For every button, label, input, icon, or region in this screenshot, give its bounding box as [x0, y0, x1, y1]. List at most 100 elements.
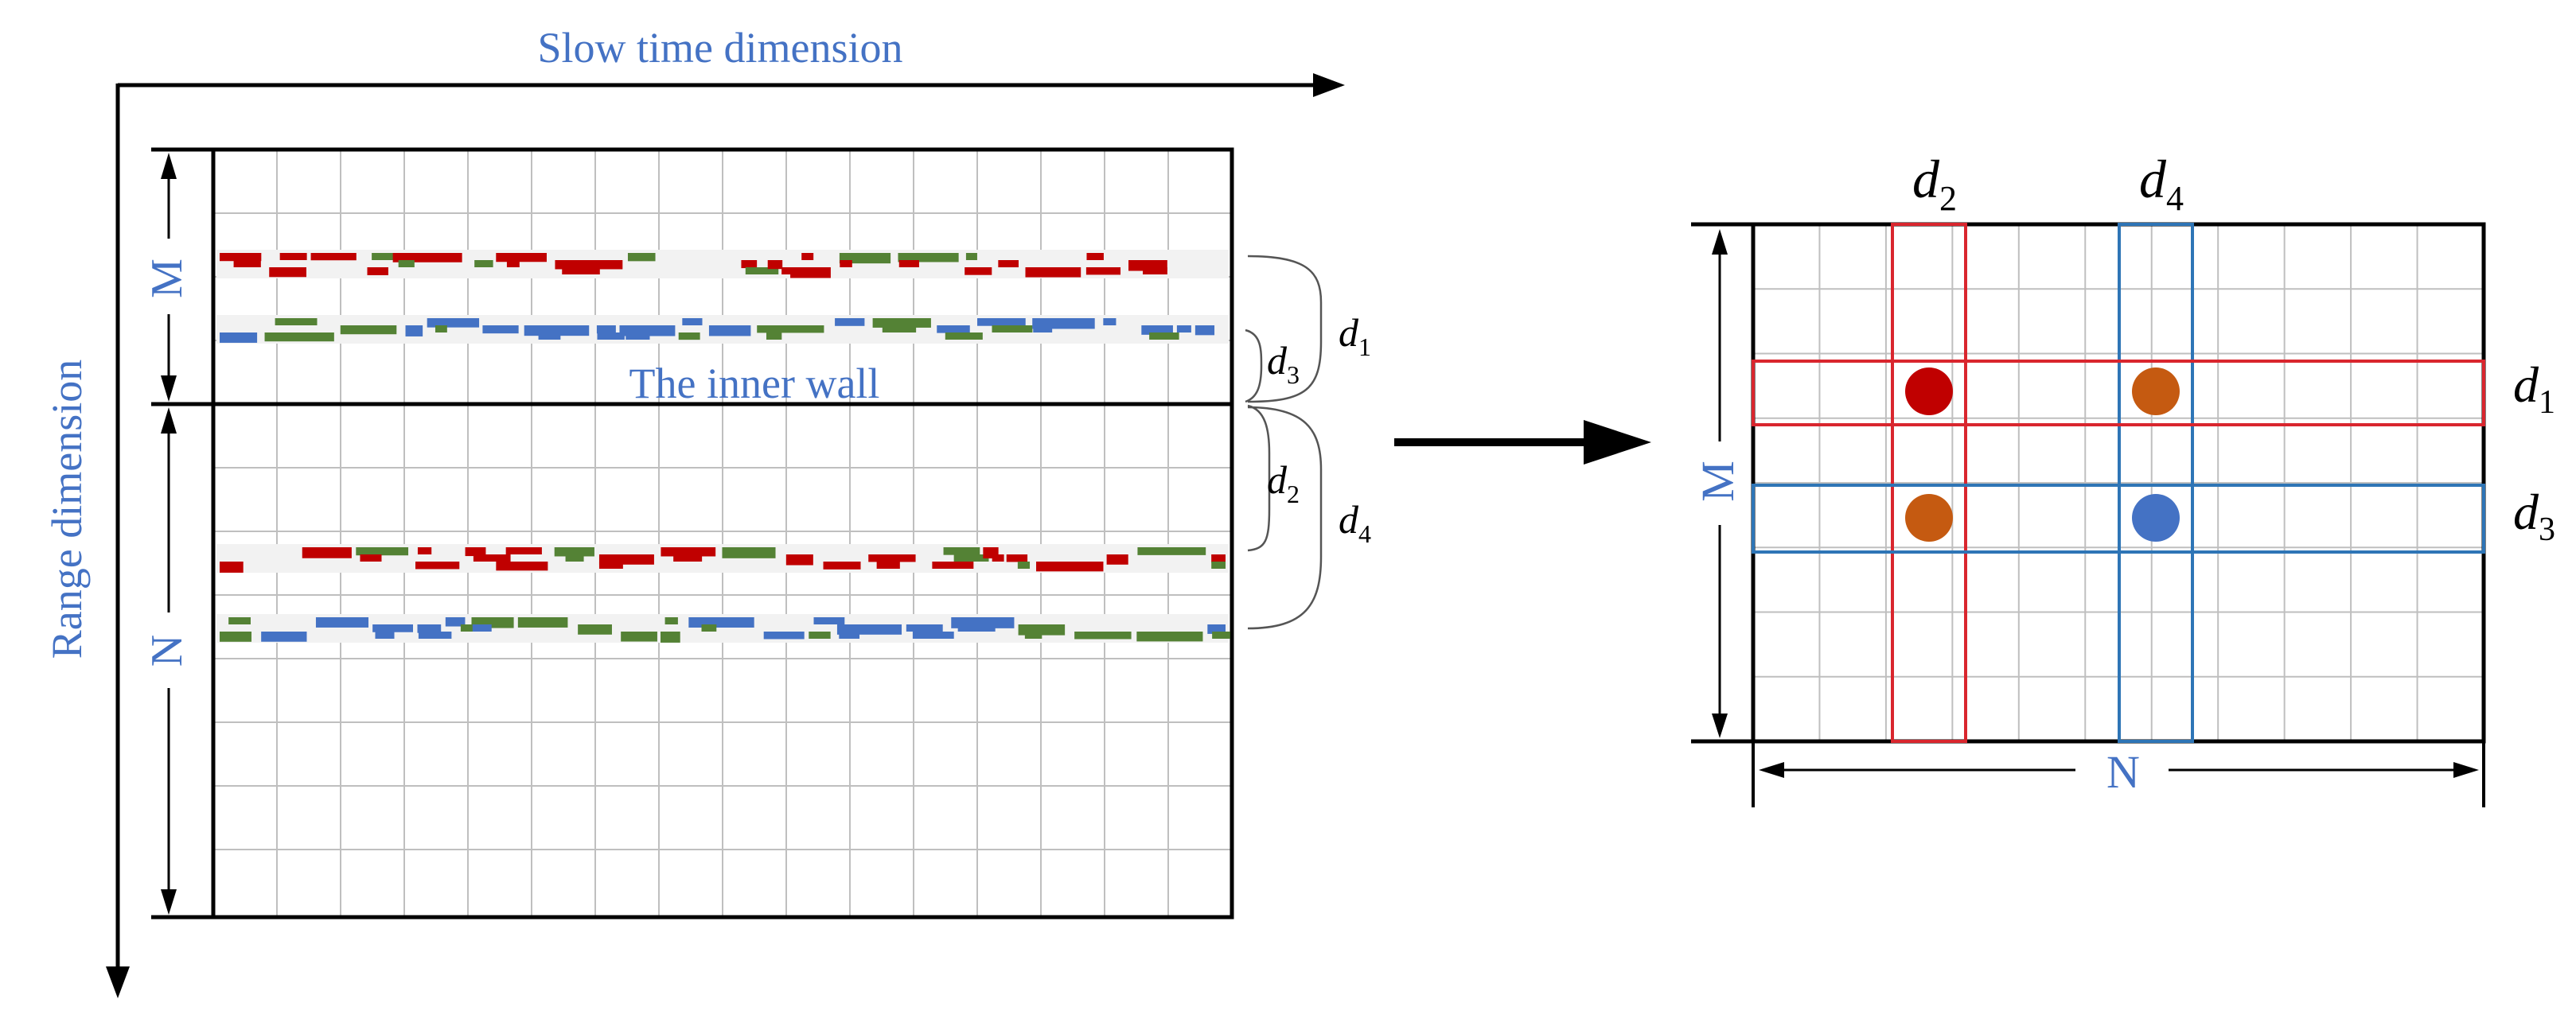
- band-red-lower-segment: [823, 562, 861, 570]
- band-blue-upper-segment: [538, 332, 561, 340]
- band-red-lower-segment: [1006, 554, 1028, 562]
- right-m-arrowhead-down: [1712, 714, 1728, 738]
- band-red-lower-segment: [673, 554, 703, 562]
- band-blue-lower-segment: [1136, 632, 1203, 642]
- brace-d1: [1247, 255, 1323, 403]
- band-red-lower-segment: [868, 554, 916, 562]
- band-red-lower-segment: [565, 554, 584, 562]
- band-blue-upper-segment: [977, 318, 1026, 326]
- right-n-arrowhead-left: [1759, 762, 1784, 778]
- band-red-lower-segment: [598, 562, 623, 569]
- band-blue-lower-segment: [839, 632, 860, 639]
- band-blue-lower-segment: [1212, 632, 1230, 639]
- band-blue-lower-segment: [1074, 632, 1132, 640]
- band-red-upper-segment: [474, 260, 493, 267]
- n-arrowhead-up: [161, 407, 177, 434]
- band-blue-lower-segment: [261, 632, 307, 642]
- left-d1-label: d1: [1339, 310, 1371, 361]
- band-blue-lower-segment: [813, 617, 845, 624]
- band-red-lower-segment: [220, 562, 244, 573]
- band-blue-lower-segment: [578, 624, 612, 635]
- right-d4-label: d4: [2139, 149, 2184, 218]
- band-blue-upper-segment: [678, 332, 700, 340]
- band-red-lower-segment: [496, 562, 548, 571]
- band-red-lower-segment: [1036, 562, 1104, 572]
- band-red-lower-segment: [1017, 562, 1031, 569]
- band-red-lower-segment: [302, 547, 352, 558]
- band-blue-upper-segment: [682, 318, 703, 325]
- band-red-lower-segment: [473, 554, 511, 562]
- band-blue-lower-segment: [220, 632, 252, 642]
- band-red-upper-segment: [310, 253, 357, 261]
- band-blue-lower-segment: [809, 632, 831, 640]
- column-d2-box: [1891, 223, 1967, 743]
- band-blue-upper-segment: [766, 332, 782, 340]
- echo-bands: [216, 250, 1230, 643]
- band-red-upper-segment: [506, 260, 520, 267]
- band-blue-upper-segment: [1033, 325, 1053, 332]
- band-red-upper-segment: [998, 260, 1019, 268]
- right-n-arrowhead-right: [2453, 762, 2479, 778]
- band-red-upper-segment: [1086, 253, 1104, 260]
- band-blue-lower-segment: [417, 624, 442, 633]
- band-red-upper-segment: [840, 260, 852, 267]
- band-red-lower-segment: [953, 554, 989, 562]
- band-red-lower-segment: [554, 547, 594, 557]
- row-d3-box: [1752, 484, 2485, 554]
- band-blue-lower-segment: [957, 624, 996, 632]
- band-blue-upper-segment: [597, 332, 625, 340]
- transform-arrowhead: [1584, 420, 1651, 465]
- band-blue-upper-segment: [482, 325, 519, 334]
- band-red-lower-segment: [943, 547, 980, 555]
- band-blue-lower-segment: [228, 617, 251, 624]
- left-m-label: M: [142, 259, 192, 298]
- band-red-upper-segment: [767, 260, 783, 270]
- band-blue-lower-segment: [1024, 632, 1042, 639]
- band-blue-upper-segment: [427, 318, 480, 328]
- band-red-lower-segment: [722, 547, 776, 558]
- left-matrix-frame: [211, 147, 1234, 920]
- m-arrowhead-up: [161, 153, 177, 179]
- band-red-upper-segment: [220, 253, 262, 262]
- band-blue-upper-segment: [264, 332, 334, 342]
- band-blue-lower-segment: [621, 632, 657, 642]
- band-blue-lower-segment: [664, 617, 678, 624]
- band-blue-upper-segment: [625, 332, 650, 340]
- band-red-lower-segment: [1106, 554, 1128, 565]
- band-blue-lower-segment: [445, 617, 466, 627]
- range-axis-arrowhead: [106, 966, 130, 998]
- n-arrowhead-down: [161, 889, 177, 915]
- band-blue-upper-segment: [220, 332, 258, 343]
- band-blue-upper-segment: [1194, 325, 1215, 336]
- band-red-lower-segment: [1211, 562, 1226, 569]
- band-blue-upper-segment: [1176, 325, 1191, 333]
- dot-d3-d2: [1905, 494, 1953, 542]
- band-blue-lower-segment: [375, 632, 395, 639]
- band-blue-lower-segment: [906, 624, 943, 632]
- band-red-upper-segment: [627, 253, 656, 262]
- band-blue-lower-segment: [688, 617, 754, 628]
- band-red-lower-segment: [876, 562, 900, 569]
- brace-d4: [1247, 406, 1323, 630]
- band-red-upper-segment: [269, 267, 306, 278]
- band-red-upper-segment: [898, 260, 919, 267]
- band-red-upper-segment: [555, 260, 623, 270]
- band-red-lower-segment: [415, 562, 460, 570]
- band-red-upper-segment: [1025, 267, 1081, 278]
- band-red-lower-segment: [505, 547, 542, 554]
- band-red-upper-segment: [372, 253, 401, 260]
- brace-d3: [1245, 329, 1263, 403]
- band-red-upper-segment: [562, 267, 600, 274]
- band-red-upper-segment: [1143, 267, 1167, 274]
- band-blue-lower-segment: [912, 632, 954, 639]
- right-m-arrowhead-up: [1712, 229, 1728, 255]
- band-blue-lower-segment: [472, 624, 492, 632]
- band-blue-upper-segment: [1141, 325, 1173, 335]
- brace-d2: [1247, 404, 1271, 552]
- band-blue-lower-segment: [701, 624, 717, 632]
- slow-time-axis-arrowhead: [1313, 73, 1345, 97]
- range-axis-label: Range dimension: [43, 360, 91, 659]
- band-red-upper-segment: [741, 260, 758, 269]
- band-blue-lower-segment: [418, 632, 452, 639]
- band-blue-upper-segment: [340, 325, 397, 335]
